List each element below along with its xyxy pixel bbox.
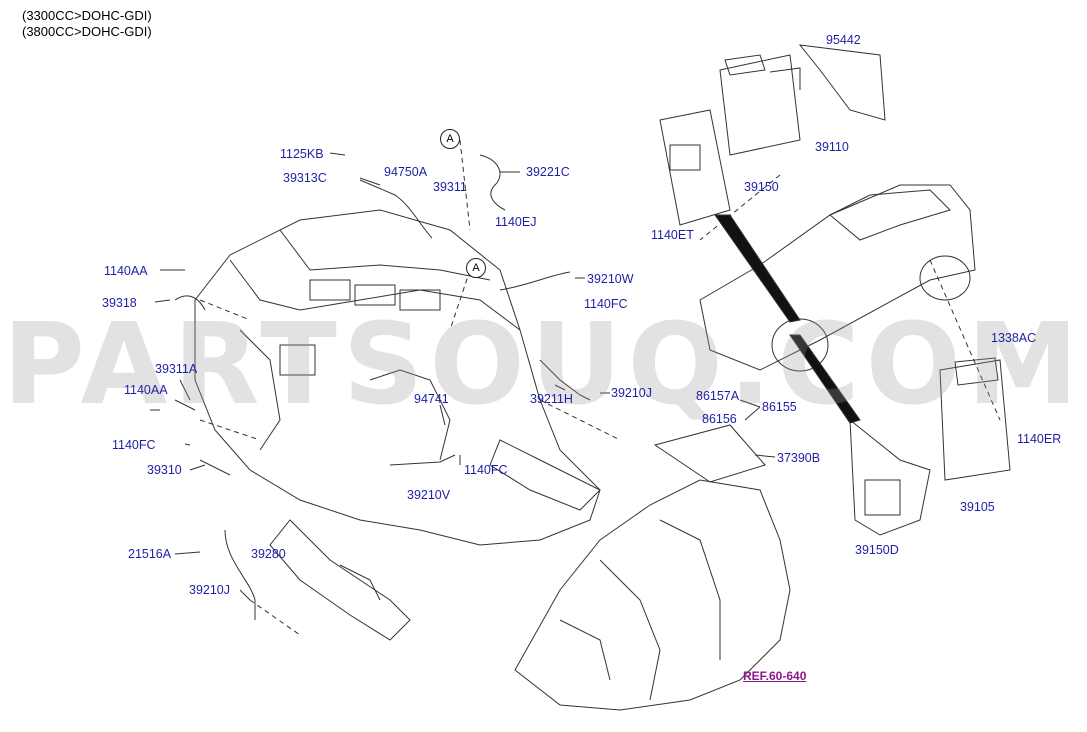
- part-label[interactable]: 39210V: [407, 488, 451, 502]
- bracket-39150d: [849, 418, 931, 536]
- callout-a-1: A: [440, 129, 460, 149]
- part-label[interactable]: 21516A: [128, 547, 172, 561]
- ecu-right: [939, 359, 1011, 481]
- part-label[interactable]: 39210J: [189, 583, 231, 597]
- part-label[interactable]: 39105: [960, 500, 995, 514]
- link-ecu-right: [789, 334, 861, 424]
- callout-a-2: A: [466, 258, 486, 278]
- part-label[interactable]: 39210J: [611, 386, 653, 400]
- ref-link[interactable]: REF.60-640: [743, 669, 807, 683]
- link-ecu-top: [714, 214, 801, 323]
- bracket-top: [659, 109, 731, 226]
- part-label[interactable]: 1140ET: [651, 228, 694, 242]
- part-label[interactable]: 39311A: [155, 362, 198, 376]
- part-label[interactable]: 39313C: [283, 171, 327, 185]
- part-label[interactable]: 39211H: [530, 392, 573, 406]
- part-label[interactable]: 1140FC: [464, 463, 508, 477]
- part-label[interactable]: 1338AC: [991, 331, 1037, 345]
- part-label[interactable]: 39311: [433, 180, 467, 194]
- part-label[interactable]: 86155: [762, 400, 797, 414]
- part-label[interactable]: 39110: [815, 140, 849, 154]
- part-label[interactable]: 1140ER: [1017, 432, 1062, 446]
- part-label[interactable]: 39310: [147, 463, 182, 477]
- part-label[interactable]: 95442: [826, 33, 861, 47]
- part-label[interactable]: 39318: [102, 296, 137, 310]
- bracket-95442: [798, 44, 886, 121]
- car-body: [699, 184, 976, 371]
- part-label[interactable]: 94750A: [384, 165, 428, 179]
- part-label[interactable]: 94741: [414, 392, 449, 406]
- heat-shield: [653, 424, 766, 483]
- part-label[interactable]: 39280: [251, 547, 286, 561]
- wheel-housing: [514, 479, 791, 711]
- part-label[interactable]: 1140AA: [104, 264, 148, 278]
- part-label[interactable]: 1140FC: [584, 297, 628, 311]
- part-label[interactable]: 39210W: [587, 272, 634, 286]
- engine-spec-1: (3300CC>DOHC-GDI): [22, 8, 152, 23]
- part-label[interactable]: 1125KB: [280, 147, 324, 161]
- exhaust-pipe-left: [269, 519, 411, 641]
- part-label[interactable]: 37390B: [777, 451, 821, 465]
- ecu-top: [719, 54, 801, 156]
- part-label[interactable]: 1140EJ: [495, 215, 537, 229]
- part-label[interactable]: 86156: [702, 412, 737, 426]
- engine-spec-2: (3800CC>DOHC-GDI): [22, 24, 152, 39]
- part-label[interactable]: 1140AA: [124, 383, 168, 397]
- part-label[interactable]: 39150D: [855, 543, 899, 557]
- exhaust-pipe-right: [489, 439, 601, 511]
- part-label[interactable]: 86157A: [696, 389, 740, 403]
- engine-block: [194, 209, 601, 546]
- part-label[interactable]: 1140FC: [112, 438, 156, 452]
- part-label[interactable]: 39150: [744, 180, 779, 194]
- part-label[interactable]: 39221C: [526, 165, 570, 179]
